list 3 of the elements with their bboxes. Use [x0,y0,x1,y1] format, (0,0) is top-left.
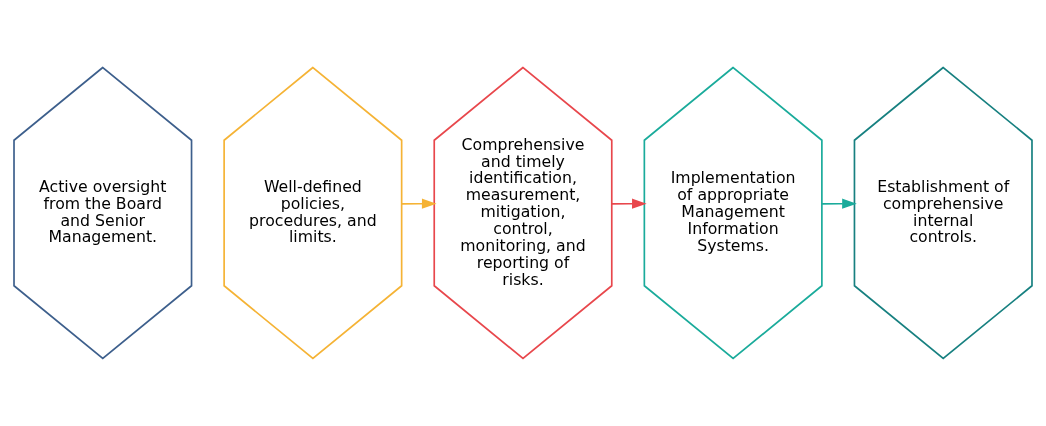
arrow [401,198,437,209]
arrow [821,198,857,209]
arrow [611,198,647,209]
